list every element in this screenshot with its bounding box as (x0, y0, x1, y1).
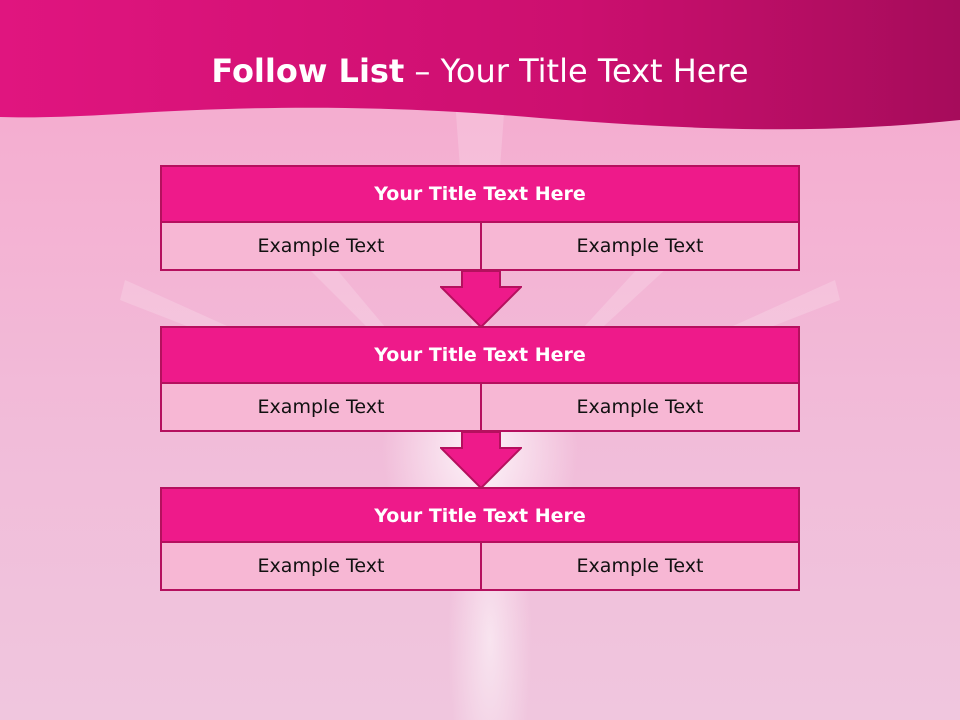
step-title: Your Title Text Here (160, 326, 800, 384)
step-block-3: Your Title Text Here Example Text Exampl… (160, 487, 800, 592)
step-cell-left: Example Text (160, 382, 482, 432)
slide-title: Follow List – Your Title Text Here (0, 52, 960, 90)
step-cell-right: Example Text (480, 221, 800, 271)
down-arrow-icon (440, 431, 522, 489)
step-cell-left: Example Text (160, 221, 482, 271)
slide-title-rest: – Your Title Text Here (414, 52, 749, 90)
step-block-2: Your Title Text Here Example Text Exampl… (160, 326, 800, 433)
step-cell-left: Example Text (160, 541, 482, 591)
step-title: Your Title Text Here (160, 165, 800, 223)
step-cell-right: Example Text (480, 382, 800, 432)
slide-title-bold: Follow List (211, 52, 405, 90)
step-cell-right: Example Text (480, 541, 800, 591)
header-banner (0, 0, 960, 130)
step-block-1: Your Title Text Here Example Text Exampl… (160, 165, 800, 272)
down-arrow-icon (440, 270, 522, 328)
step-title: Your Title Text Here (160, 487, 800, 545)
